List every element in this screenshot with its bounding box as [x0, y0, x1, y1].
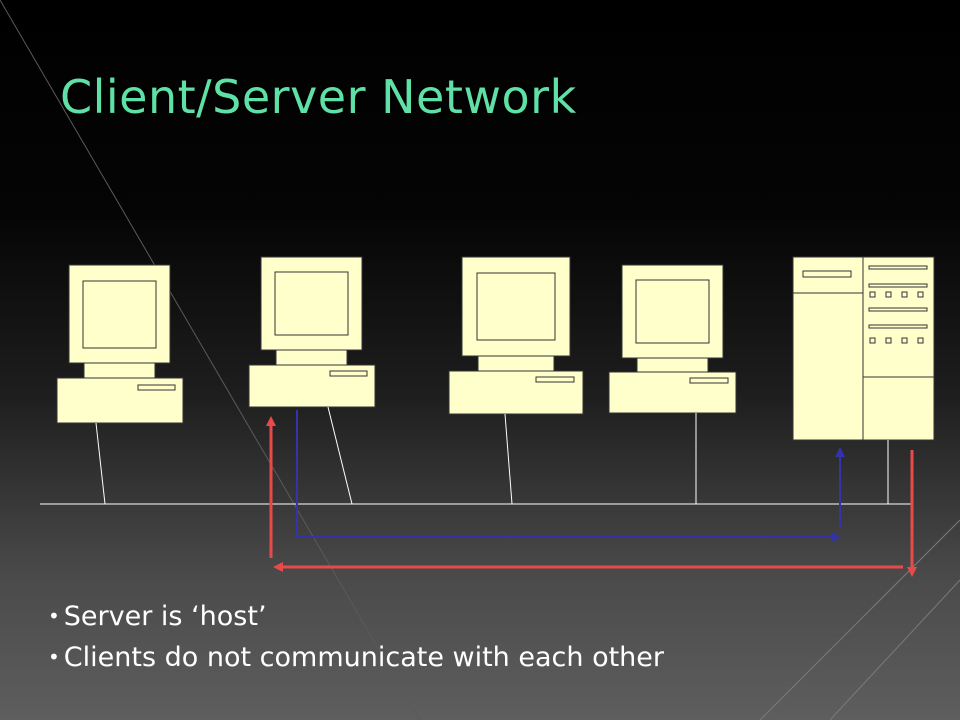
network-cable — [327, 406, 353, 505]
client-to-server-arrow — [296, 410, 845, 542]
client-computer-3 — [448, 256, 584, 505]
drive-slot — [689, 377, 729, 384]
slide-title: Client/Server Network — [60, 70, 577, 124]
network-cable — [95, 422, 106, 505]
bullet-item: Server is ‘host’ — [48, 600, 664, 633]
drive-slot — [868, 265, 928, 270]
screen — [82, 280, 157, 349]
client-computer-2 — [248, 256, 376, 505]
indicator-lights — [869, 291, 924, 344]
drive-slot — [137, 384, 176, 391]
drive-slot — [868, 324, 928, 329]
network-cable — [504, 413, 513, 505]
drive-slot — [868, 307, 928, 312]
drive-slot — [802, 270, 852, 278]
monitor-stand — [275, 349, 348, 366]
drive-slot — [329, 370, 368, 377]
client-computer-1 — [56, 264, 184, 505]
monitor-stand — [83, 362, 156, 379]
tower-left-panel — [792, 256, 864, 441]
screen — [476, 272, 556, 341]
server-tower — [792, 256, 935, 504]
screen — [274, 271, 349, 336]
drive-slot — [868, 283, 928, 288]
monitor-stand — [636, 357, 709, 373]
monitor-stand — [477, 355, 555, 372]
bullet-item: Clients do not communicate with each oth… — [48, 641, 664, 674]
bullet-list: Server is ‘host’ Clients do not communic… — [48, 600, 664, 682]
drive-slot — [535, 376, 575, 383]
server-to-client-arrow — [266, 416, 917, 577]
screen — [635, 279, 710, 344]
client-computer-4 — [608, 264, 737, 504]
